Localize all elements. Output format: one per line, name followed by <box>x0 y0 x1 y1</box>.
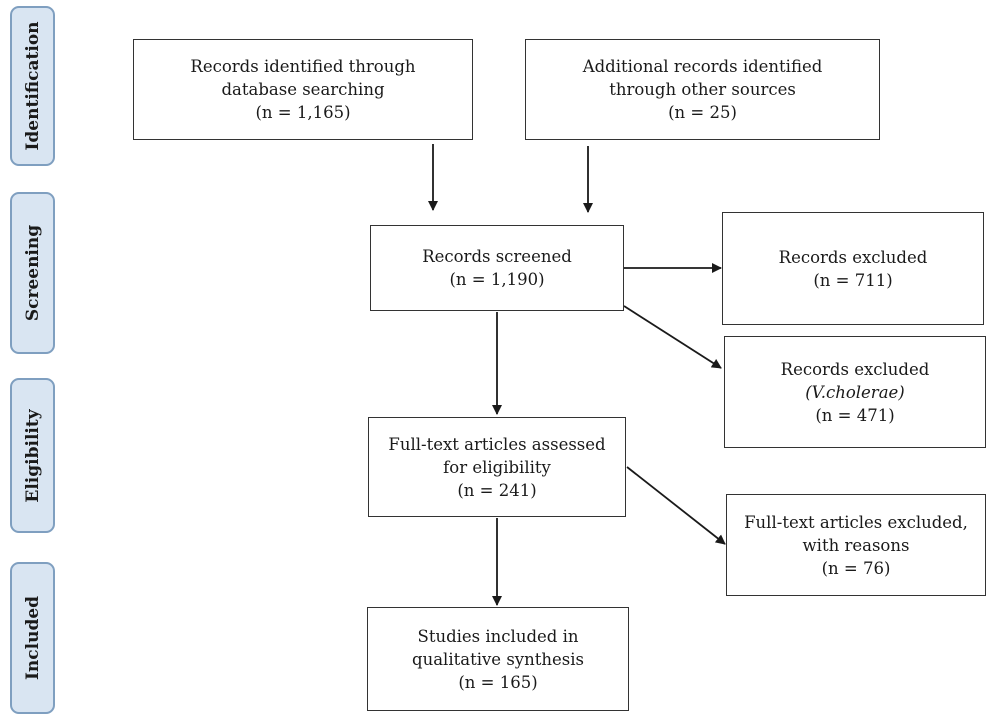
box-records-excluded-1: Records excluded (n = 711) <box>722 212 984 325</box>
box-text-organism: (V.cholerae) <box>805 382 905 402</box>
arrow-fulltext-to-excluded <box>626 466 726 545</box>
box-text: database searching <box>221 80 385 99</box>
box-text: qualitative synthesis <box>412 649 584 669</box>
box-fulltext-excluded: Full-text articles excluded, with reason… <box>726 494 986 596</box>
box-text: Records excluded <box>778 247 928 267</box>
box-text: through other sources <box>609 80 796 99</box>
box-count: (n = 165) <box>458 672 538 692</box>
box-count: (n = 1,165) <box>255 103 351 122</box>
phase-screening: Screening <box>10 192 55 354</box>
arrow-screened-to-excluded-2 <box>623 305 722 369</box>
box-text: Records screened <box>422 247 572 266</box>
box-text: Studies included in <box>417 626 579 646</box>
box-text: Records identified through <box>190 57 416 76</box>
box-count: (n = 76) <box>821 558 891 578</box>
phase-included: Included <box>10 562 55 714</box>
phase-identification: Identification <box>10 6 55 166</box>
box-records-other-sources: Additional records identified through ot… <box>525 39 880 140</box>
box-text: Full-text articles excluded, <box>744 512 968 532</box>
box-text: Records excluded <box>780 359 930 379</box>
box-studies-included: Studies included in qualitative synthesi… <box>367 607 629 711</box>
box-count: (n = 711) <box>813 270 893 290</box>
box-records-screened: Records screened (n = 1,190) <box>370 225 624 311</box>
box-count: (n = 1,190) <box>449 270 545 289</box>
box-records-excluded-2: Records excluded (V.cholerae) (n = 471) <box>724 336 986 448</box>
box-text: Additional records identified <box>582 57 823 76</box>
box-count: (n = 471) <box>815 405 895 425</box>
box-count: (n = 241) <box>457 480 537 500</box>
box-text: with reasons <box>802 535 910 555</box>
box-records-database: Records identified through database sear… <box>133 39 473 140</box>
box-fulltext-assessed: Full-text articles assessed for eligibil… <box>368 417 626 517</box>
box-text: Full-text articles assessed <box>388 434 606 454</box>
box-count: (n = 25) <box>668 103 737 122</box>
box-text: for eligibility <box>443 457 551 477</box>
phase-eligibility: Eligibility <box>10 378 55 533</box>
